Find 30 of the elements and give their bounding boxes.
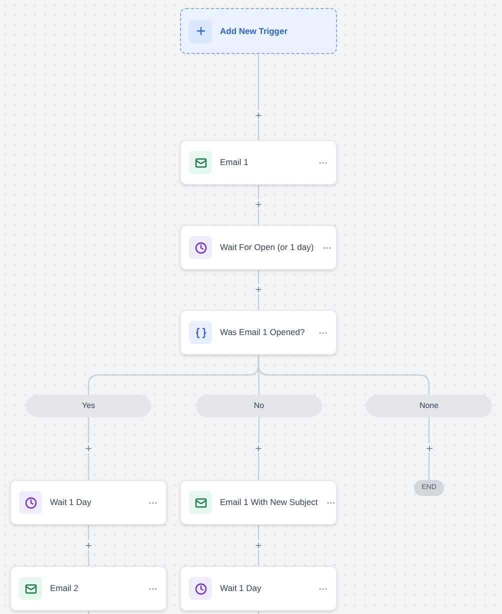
step-label: Wait For Open (or 1 day)	[220, 242, 314, 252]
step-card	[10, 566, 167, 611]
step-card	[180, 225, 337, 270]
connector-line	[88, 611, 90, 614]
branch-pill	[366, 395, 492, 417]
connector-line	[258, 355, 430, 395]
trigger-box	[180, 8, 337, 54]
step-label: Wait 1 Day	[50, 497, 92, 508]
connector-line	[258, 54, 260, 140]
step-card	[10, 480, 167, 525]
connector-line	[258, 611, 260, 614]
step-label: Email 1 With New Subject	[220, 497, 318, 508]
branch-label: None	[419, 400, 439, 412]
step-card	[180, 140, 337, 185]
branch-pill	[196, 395, 322, 417]
step-label: Add New Trigger	[220, 24, 288, 38]
branch-pill	[26, 395, 151, 417]
connector-line	[428, 417, 430, 480]
step-label: Email 1	[220, 157, 248, 168]
branch-label: No	[254, 400, 264, 412]
connector-line	[258, 417, 260, 480]
end-pill	[414, 480, 444, 496]
step-card	[180, 310, 337, 355]
step-card	[180, 480, 337, 525]
step-label: Email 2	[50, 583, 78, 594]
branch-label: Yes	[82, 400, 96, 412]
connector-line	[88, 417, 90, 480]
step-label: Was Email 1 Opened?	[220, 327, 305, 338]
step-card	[180, 566, 337, 611]
step-label: Wait 1 Day	[220, 583, 262, 594]
